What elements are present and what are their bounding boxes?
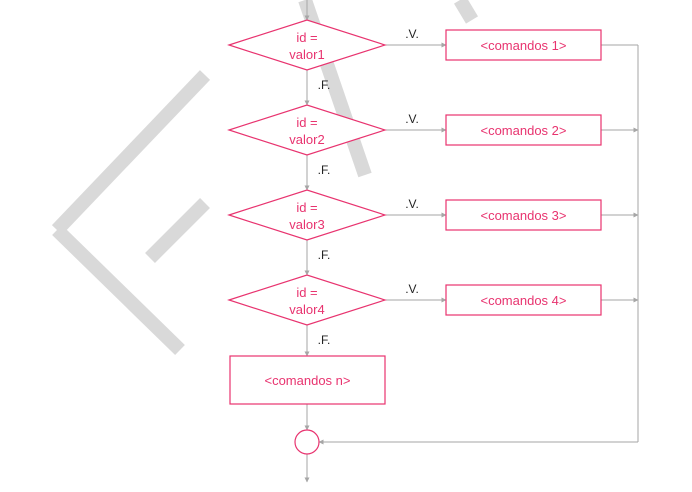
flowchart-nodes: id = valor1 <comandos 1> id = valor2 <comando… <box>227 19 602 455</box>
decision-label-line1: id = <box>296 200 317 215</box>
flowchart-connectors <box>304 0 639 483</box>
watermark-stroke <box>453 0 479 24</box>
decision-label-line1: id = <box>296 30 317 45</box>
decision-label-line1: id = <box>296 115 317 130</box>
true-branch-label: .V. <box>405 112 419 126</box>
decision-label-line2: valor1 <box>289 47 324 62</box>
action-box <box>445 29 602 61</box>
default-action-label: <comandos n> <box>264 373 350 388</box>
circle-connector-icon <box>294 429 320 455</box>
action-box-label: <comandos 4> <box>480 293 566 308</box>
edge-labels: .V. .F. .V. .F. .V. .F. .V. .F. <box>318 27 419 347</box>
watermark-stroke <box>145 198 210 263</box>
true-branch-label: .V. <box>405 197 419 211</box>
false-branch-label: .F. <box>318 78 331 92</box>
decision-label-line2: valor4 <box>289 302 324 317</box>
decision-diamond <box>227 104 387 156</box>
decision-label-line1: id = <box>296 285 317 300</box>
false-branch-label: .F. <box>318 163 331 177</box>
action-box-label: <comandos 1> <box>480 38 566 53</box>
decision-diamond <box>227 189 387 241</box>
watermark-stroke <box>51 70 211 235</box>
action-box-label: <comandos 3> <box>480 208 566 223</box>
action-box <box>445 114 602 146</box>
decision-diamond <box>227 274 387 326</box>
watermark-stroke <box>52 224 185 356</box>
decision-label-line2: valor2 <box>289 132 324 147</box>
action-box-label: <comandos 2> <box>480 123 566 138</box>
default-action-box <box>229 355 386 405</box>
true-branch-label: .V. <box>405 282 419 296</box>
decision-label-line2: valor3 <box>289 217 324 232</box>
action-box <box>445 284 602 316</box>
decision-diamond <box>227 19 387 71</box>
false-branch-label: .F. <box>318 248 331 262</box>
action-box <box>445 199 602 231</box>
false-branch-label: .F. <box>318 333 331 347</box>
true-branch-label: .V. <box>405 27 419 41</box>
